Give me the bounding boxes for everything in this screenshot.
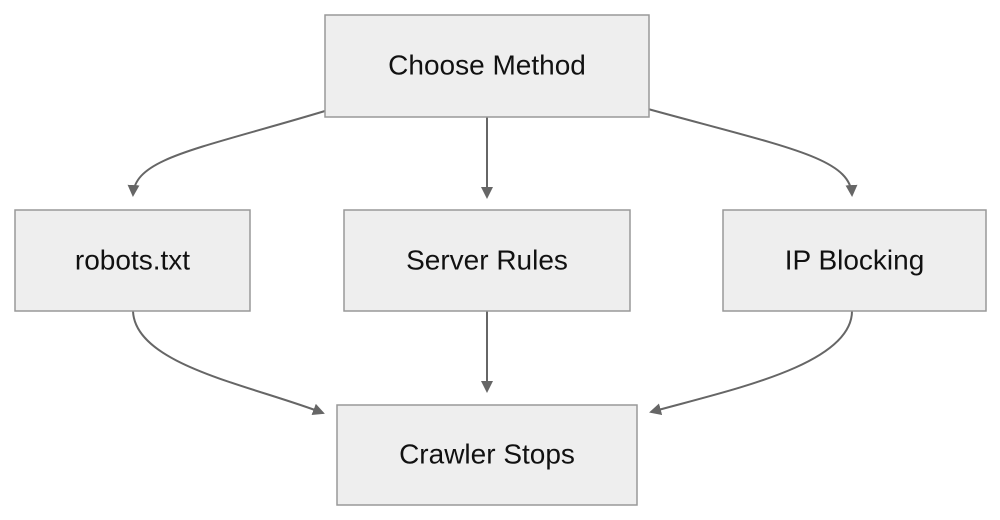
node-ip-blocking: IP Blocking: [722, 209, 987, 312]
node-label-server-rules: Server Rules: [406, 244, 568, 275]
node-robots-txt: robots.txt: [14, 209, 251, 312]
node-label-choose-method: Choose Method: [388, 49, 586, 80]
node-label-robots-txt: robots.txt: [75, 244, 190, 275]
edge-robots-to-stops: [132, 310, 325, 416]
edge-choose-to-ip: [647, 108, 858, 197]
edge-choose-to-robots: [127, 110, 326, 197]
edge-ip-to-stops: [649, 310, 853, 416]
node-crawler-stops: Crawler Stops: [336, 404, 638, 506]
node-label-crawler-stops: Crawler Stops: [399, 438, 575, 469]
node-label-ip-blocking: IP Blocking: [785, 244, 925, 275]
node-server-rules: Server Rules: [343, 209, 631, 312]
node-choose-method: Choose Method: [324, 14, 650, 118]
